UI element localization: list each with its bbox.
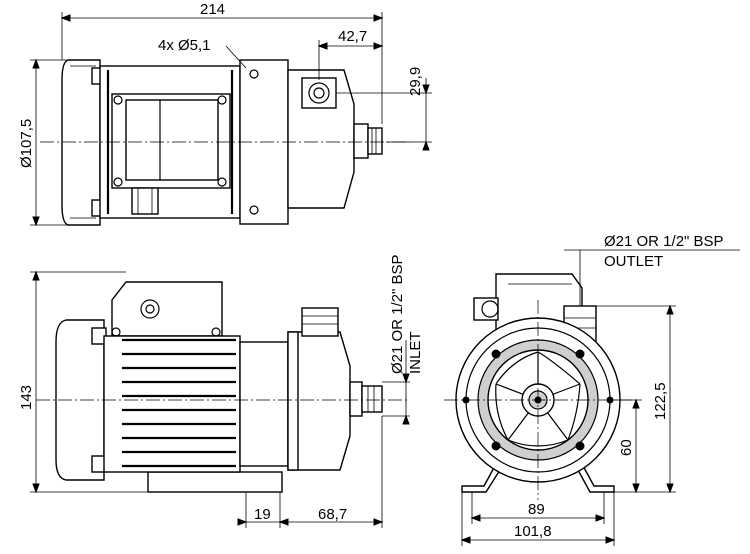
dim-foot-width: 101,8	[514, 523, 552, 540]
side-view	[36, 281, 410, 493]
front-view-dimensions: Ø21 OR 1/2" BSP OUTLET 122,5 60 89 101,8	[460, 233, 740, 546]
side-view-dimensions: 143 Ø21 OR 1/2" BSP INLET 19 68,7	[18, 254, 424, 528]
top-view-dimensions: 214 4x Ø5,1 42,7 29,9 Ø107,5	[18, 1, 432, 227]
front-view	[444, 273, 632, 500]
outlet-spec-line2: OUTLET	[604, 253, 663, 270]
dim-outlet-offset: 42,7	[338, 28, 367, 45]
dim-foot-offset: 19	[254, 506, 271, 523]
dim-inlet-height-front: 60	[618, 439, 635, 456]
dim-foot-hole-spacing: 89	[528, 501, 545, 518]
dim-inlet-length: 68,7	[318, 506, 347, 523]
dim-overall-length: 214	[200, 1, 225, 18]
dim-outlet-height-top: 29,9	[407, 67, 424, 96]
dim-motor-diameter: Ø107,5	[18, 119, 35, 168]
inlet-spec-line2: INLET	[407, 331, 424, 374]
top-view	[40, 59, 410, 226]
dim-overall-height: 143	[18, 385, 35, 410]
inlet-spec-line1: Ø21 OR 1/2" BSP	[389, 254, 406, 374]
dim-outlet-height-front: 122,5	[652, 382, 669, 420]
dim-mount-holes: 4x Ø5,1	[158, 37, 211, 54]
outlet-spec-line1: Ø21 OR 1/2" BSP	[604, 233, 724, 250]
